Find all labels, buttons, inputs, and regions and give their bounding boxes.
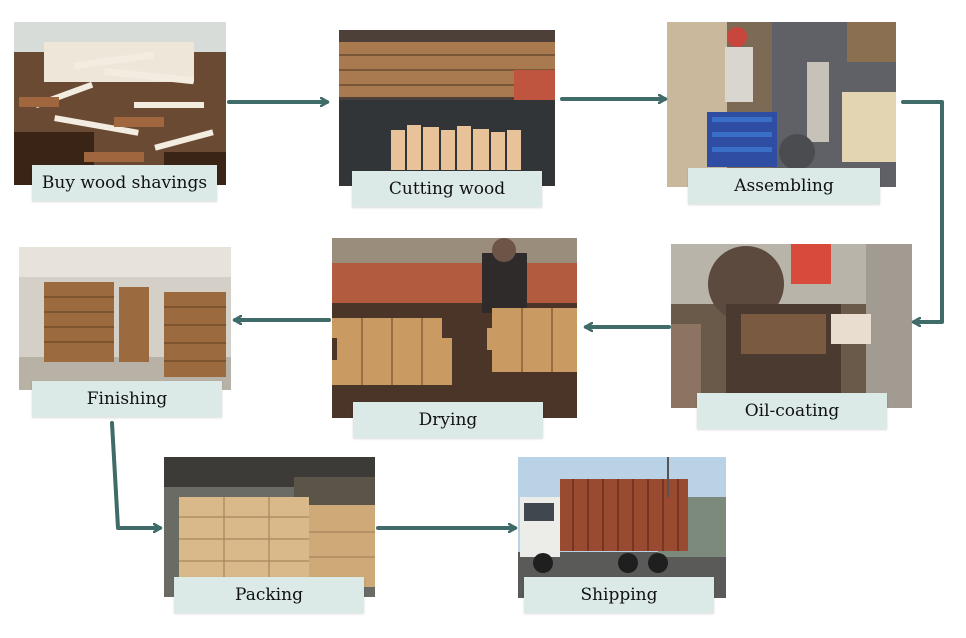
label-drying: Drying [353,402,543,438]
label-cutting-wood: Cutting wood [352,171,542,207]
photo-oil-coating [671,244,912,408]
label-assembling: Assembling [688,168,880,204]
photo-cutting-wood [339,30,555,186]
label-packing: Packing [174,577,364,613]
label-finishing: Finishing [32,381,222,417]
photo-drying [332,238,577,418]
label-oil-coating: Oil-coating [697,393,887,429]
photo-shipping [518,457,726,598]
arrow-finishing-to-packing [110,421,160,528]
photo-packing [164,457,375,597]
photo-buy-wood-shavings [14,22,226,185]
label-shipping: Shipping [524,577,714,613]
photo-finishing [19,247,231,390]
photo-assembling [667,22,896,187]
label-buy-wood-shavings: Buy wood shavings [32,165,217,201]
